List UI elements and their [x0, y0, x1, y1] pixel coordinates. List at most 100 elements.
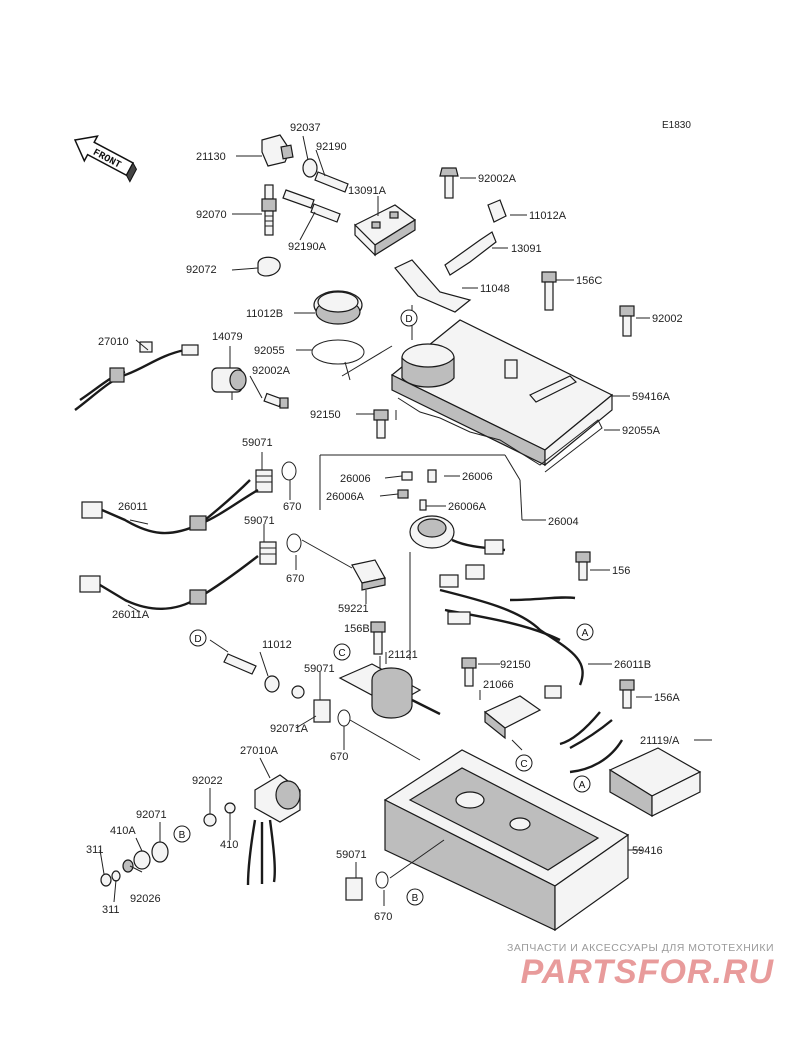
- label-670-4: 670: [374, 911, 392, 923]
- label-670: 670: [283, 501, 301, 513]
- harness-27010-part: [74, 341, 199, 411]
- bolt-92002a-part: [439, 167, 459, 199]
- bolt-156-part: [575, 551, 591, 581]
- tube-a2-part: [310, 203, 341, 223]
- o-ring-670-2-part: [286, 533, 302, 553]
- tube-11012-part: [223, 653, 257, 675]
- label-92002a: 92002A: [478, 173, 517, 185]
- clamp-part: [257, 256, 281, 277]
- watermark: ЗАПЧАСТИ И АКСЕССУАРЫ ДЛЯ МОТОТЕХНИКИ PA…: [507, 942, 774, 990]
- reference-markers: D D C C A A B B: [173, 309, 594, 906]
- label-11048: 11048: [480, 283, 510, 295]
- label-26006a-2: 26006A: [448, 501, 487, 513]
- label-59071-4: 59071: [336, 849, 367, 861]
- o-ring-670-3-part: [337, 709, 351, 727]
- regulator-21066-part: [483, 695, 542, 740]
- label-59416: 59416: [632, 845, 663, 857]
- grommet-59071-3-part: [313, 699, 331, 723]
- ref-d-left: D: [194, 634, 201, 645]
- label-311: 311: [86, 844, 104, 856]
- case-59416-part: [383, 749, 630, 932]
- label-13091a: 13091A: [348, 185, 387, 197]
- label-92002: 92002: [652, 313, 683, 325]
- front-arrow-icon: FRONT: [73, 135, 138, 183]
- label-410a: 410A: [110, 825, 136, 837]
- o-ring-92055-part: [311, 339, 365, 365]
- label-92026: 92026: [130, 893, 161, 905]
- bolt-92150-2-part: [461, 657, 477, 687]
- label-92150: 92150: [310, 409, 341, 421]
- cap-11012a-part: [487, 199, 507, 223]
- label-156a: 156A: [654, 692, 680, 704]
- nut-311-part: [100, 873, 112, 887]
- label-13091: 13091: [511, 243, 542, 255]
- label-21121: 21121: [388, 649, 418, 661]
- bolt-156a-part: [619, 679, 635, 709]
- bolt-92002a-2-part: [263, 392, 289, 409]
- bolt-92002-part: [619, 305, 635, 337]
- grommet-59071-part: [255, 469, 273, 493]
- connector-59221-part: [351, 559, 386, 591]
- cap-11012b-part: [313, 290, 363, 325]
- label-92190a: 92190A: [288, 241, 327, 253]
- label-21130: 21130: [196, 151, 226, 163]
- label-27010a: 27010A: [240, 745, 279, 757]
- grommet-92071-part: [151, 841, 169, 863]
- leader-lines: [99, 135, 712, 906]
- label-21066: 21066: [483, 679, 514, 691]
- label-311-2: 311: [102, 904, 120, 916]
- plate-11048-part: [394, 259, 472, 313]
- label-11012b: 11012B: [246, 308, 283, 320]
- tube-a-part: [282, 189, 315, 209]
- label-92002a-2: 92002A: [252, 365, 291, 377]
- tube-part: [314, 171, 349, 193]
- watermark-subtitle: ЗАПЧАСТИ И АКСЕССУАРЫ ДЛЯ МОТОТЕХНИКИ: [507, 942, 774, 954]
- label-59221: 59221: [338, 603, 369, 615]
- label-92190: 92190: [316, 141, 347, 153]
- washer-410a-part: [133, 850, 151, 870]
- watermark-logo: PARTSFOR.RU: [520, 953, 774, 991]
- label-26011: 26011: [118, 501, 148, 513]
- label-26006-2: 26006: [462, 471, 493, 483]
- label-156c: 156C: [576, 275, 602, 287]
- gasket-92055a-part: [397, 397, 603, 473]
- label-92037: 92037: [290, 122, 321, 134]
- ignition-coil-21121-part: [338, 663, 441, 719]
- terminal-26006-part: [397, 469, 437, 511]
- ref-a-bottom: A: [579, 780, 586, 791]
- label-92072: 92072: [186, 264, 217, 276]
- label-26006a: 26006A: [326, 491, 365, 503]
- grommet-59071-2-part: [259, 541, 277, 565]
- cdi-unit-21119-part: [559, 711, 702, 818]
- label-26011a: 26011A: [112, 609, 150, 621]
- ref-b-bottom: B: [412, 893, 419, 904]
- label-26006: 26006: [340, 473, 371, 485]
- diagram-code: E1830: [662, 120, 691, 131]
- bracket-13091-part: [444, 231, 497, 276]
- label-92071: 92071: [136, 809, 167, 821]
- bolt-92150-part: [373, 409, 389, 439]
- label-92070: 92070: [196, 209, 227, 221]
- washer-410-part: [224, 802, 236, 814]
- washer-92022-part: [203, 813, 217, 827]
- ref-a-top: A: [582, 628, 589, 639]
- label-92071a: 92071A: [270, 723, 309, 735]
- label-92150-2: 92150: [500, 659, 531, 671]
- label-26004: 26004: [548, 516, 579, 528]
- cap-small-part: [264, 675, 280, 693]
- ref-d-top: D: [405, 314, 412, 325]
- relay-27010a-part: [246, 774, 301, 886]
- cover-59416a-part: [390, 319, 614, 467]
- label-92055: 92055: [254, 345, 285, 357]
- grommet-59071-4-part: [345, 877, 363, 901]
- label-21119a: 21119/A: [640, 735, 680, 747]
- harness-26011-part: [81, 479, 259, 535]
- label-26011b: 26011B: [614, 659, 651, 671]
- label-410: 410: [220, 839, 238, 851]
- bracket-a-part: [353, 204, 417, 257]
- ref-b-left: B: [179, 830, 186, 841]
- o-ring-670-4-part: [375, 871, 389, 889]
- harness-26011a-part: [79, 555, 259, 610]
- part-labels: 21130 92037 92190 92070 92190A 13091A 92…: [86, 122, 683, 923]
